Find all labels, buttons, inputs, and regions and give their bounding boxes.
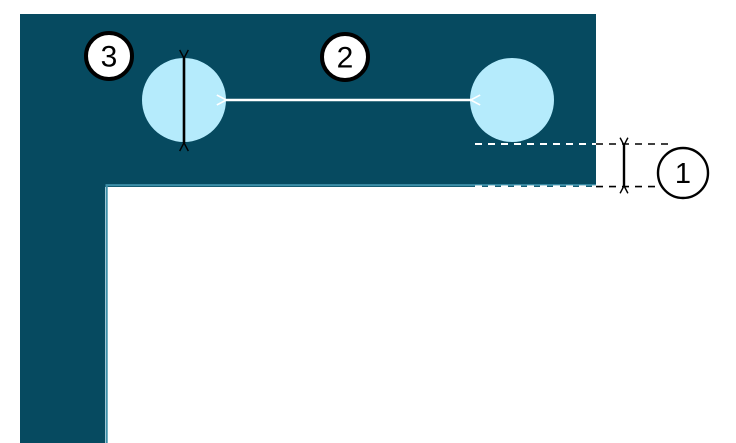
callout-3-bubble[interactable] bbox=[84, 31, 134, 81]
callout-3-label: 3 bbox=[101, 41, 118, 74]
callout-2[interactable]: 2 bbox=[320, 32, 370, 82]
callout-1-label: 1 bbox=[675, 158, 691, 190]
callout-1-bubble[interactable] bbox=[656, 146, 710, 200]
callout-1[interactable]: 1 bbox=[656, 146, 710, 200]
dimension-arrows-group bbox=[184, 58, 624, 186]
callout-2-label: 2 bbox=[337, 42, 354, 75]
callout-2-bubble[interactable] bbox=[320, 32, 370, 82]
hole-right bbox=[470, 58, 554, 142]
callouts-group: 3 2 1 bbox=[84, 31, 710, 200]
callout-3[interactable]: 3 bbox=[84, 31, 134, 81]
body-inner-edge-highlight bbox=[105, 184, 596, 443]
